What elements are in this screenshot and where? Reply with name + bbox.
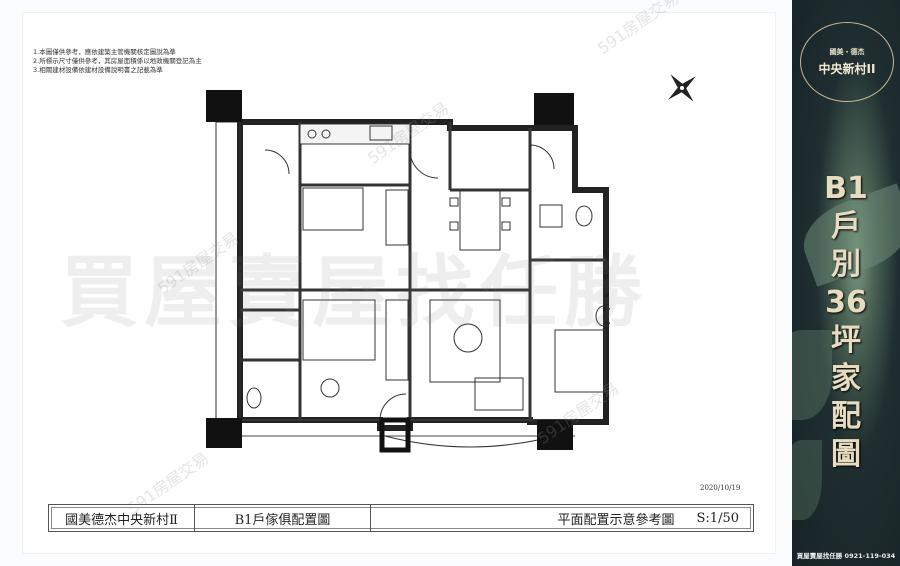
contact-info: 買屋賣屋找任勝 0921-119-034 [796,552,896,560]
title-description-cell: 平面配置示意參考圖 S:1/50 [371,505,753,531]
headline-char: 家 [831,361,861,396]
title-project: 國美德杰中央新村Ⅱ [49,505,195,531]
project-label: 中央新村II [818,62,876,76]
sheet-border [22,12,776,554]
notes: 1.本圖僅供參考，應依建築主管機關核定圖說為準 2.所標示尺寸僅供參考，其房屋面… [33,48,202,75]
side-panel: 國美・德杰 中央新村II B1 戶 別 36 坪 家 配 圖 買屋賣屋找任勝 0… [792,0,900,566]
headline-char: 配 [831,399,861,434]
note-3: 3.相關建材設備依建材設備說明書之記載為準 [33,66,163,74]
note-2: 2.所標示尺寸僅供參考，其房屋面積係以地政機關登記為主 [33,57,202,65]
title-block: 國美德杰中央新村Ⅱ B1戶傢俱配置圖 平面配置示意參考圖 S:1/50 [48,504,754,532]
title-scale: S:1/50 [696,510,739,526]
compass-icon [668,74,696,102]
headline-char: 別 [831,247,861,282]
headline-char: B1 [824,171,868,206]
floor-plan-sheet: 1.本圖僅供參考，應依建築主管機關核定圖說為準 2.所標示尺寸僅供參考，其房屋面… [22,0,776,554]
headline-char: 坪 [831,323,861,358]
headline: B1 戶 別 36 坪 家 配 圖 [792,170,900,474]
note-1: 1.本圖僅供參考，應依建築主管機關核定圖說為準 [33,48,176,56]
brand-label: 國美・德杰 [829,48,865,56]
drawing-date: 2020/10/19 [700,484,741,492]
headline-char: 戶 [831,209,861,244]
headline-char: 圖 [831,437,861,472]
title-description: 平面配置示意參考圖 [557,512,675,528]
project-badge: 國美・德杰 中央新村II [800,22,894,102]
headline-char: 36 [825,285,867,320]
floor-plan-drawing [206,90,610,453]
title-drawing: B1戶傢俱配置圖 [195,505,371,531]
